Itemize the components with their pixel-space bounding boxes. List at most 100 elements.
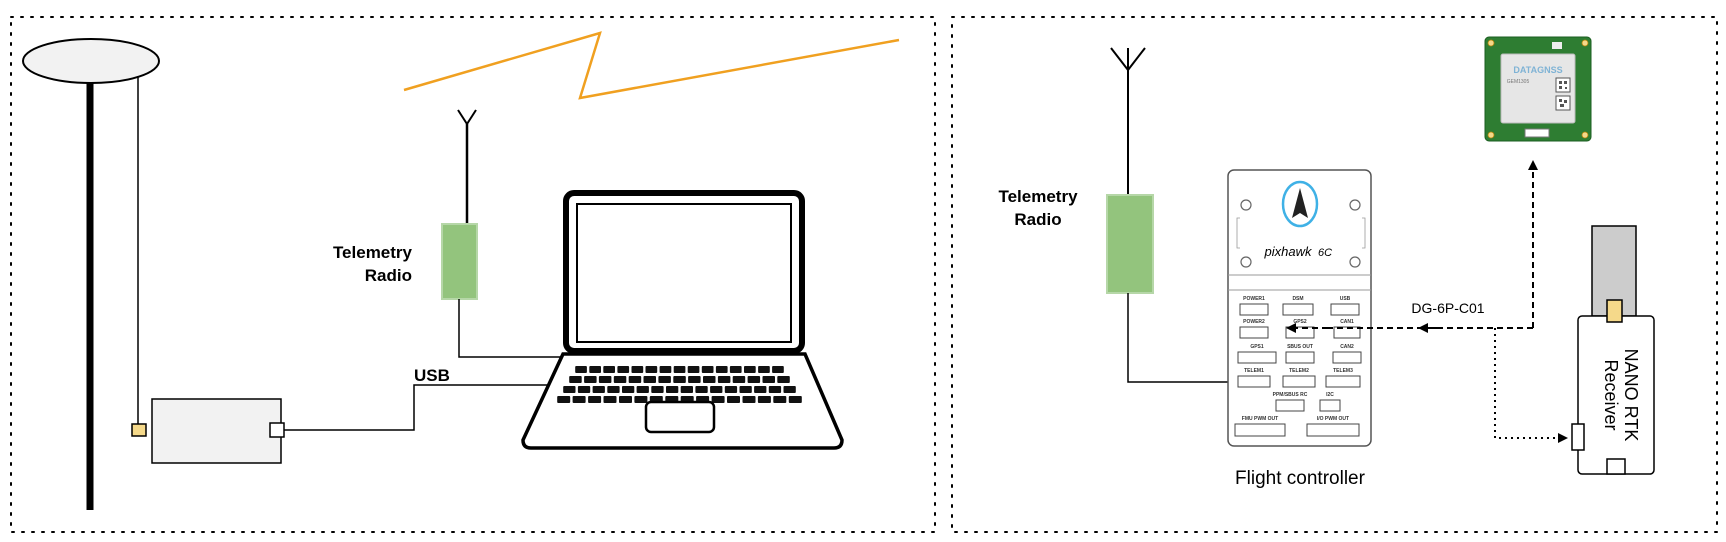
keyboard-key	[687, 366, 700, 373]
keyboard-key	[563, 386, 576, 393]
keyboard-key	[631, 366, 644, 373]
keyboard-key	[658, 376, 671, 383]
pixhawk-brand: pixhawk	[1264, 244, 1313, 259]
keyboard-key	[724, 386, 738, 393]
qr-code-icon	[1555, 77, 1571, 111]
keyboard-key	[711, 396, 725, 403]
svg-text:I/O PWM OUT: I/O PWM OUT	[1317, 416, 1349, 422]
radio-antenna-icon	[457, 109, 477, 224]
keyboard-key	[572, 396, 586, 403]
svg-text:DSM: DSM	[1292, 296, 1303, 302]
keyboard-key	[584, 376, 597, 383]
keyboard-key	[619, 396, 632, 403]
keyboard-key	[680, 386, 693, 393]
keyboard-key	[575, 366, 587, 373]
port-labels: POWER1 DSM USB POWER2 GPS2 CAN1 GPS1 SBU…	[1242, 296, 1354, 422]
keyboard-key	[768, 386, 782, 393]
svg-text:CAN1: CAN1	[1340, 319, 1354, 325]
svg-text:SBUS OUT: SBUS OUT	[1287, 344, 1313, 350]
keyboard-key	[659, 366, 672, 373]
svg-text:TELEM1: TELEM1	[1244, 368, 1264, 374]
keyboard-key	[617, 366, 630, 373]
keyboard-key	[589, 366, 601, 373]
telemetry-label-left-line2: Radio	[365, 266, 412, 285]
usb-label: USB	[414, 366, 450, 385]
radio-module	[441, 223, 478, 300]
keyboard-key	[777, 376, 790, 383]
bottom-connector	[1606, 458, 1626, 475]
flight-controller-label: Flight controller	[1235, 468, 1366, 489]
gnss-brand: DATAGNSS	[1513, 65, 1562, 75]
svg-text:GPS2: GPS2	[1293, 319, 1307, 325]
telemetry-label-left-line1: Telemetry	[333, 243, 413, 262]
svg-text:I2C: I2C	[1326, 392, 1334, 398]
keyboard-key	[727, 396, 740, 403]
keyboard-key	[577, 386, 591, 393]
trackpad	[644, 400, 716, 434]
keyboard-key	[636, 386, 649, 393]
keyboard-key	[607, 386, 620, 393]
base-station-panel-border	[10, 16, 936, 533]
nano-label-line1: NANO RTK	[1621, 349, 1641, 442]
wireless-link	[403, 31, 900, 100]
telemetry-label-right-line1: Telemetry	[998, 187, 1078, 206]
keyboard-key	[772, 366, 784, 373]
svg-text:TELEM3: TELEM3	[1333, 368, 1353, 374]
keyboard-key	[603, 396, 617, 403]
screw-icon	[1240, 199, 1361, 268]
keyboard-key	[695, 386, 708, 393]
gnss-connector	[1524, 128, 1550, 138]
svg-text:GPS1: GPS1	[1250, 344, 1264, 350]
gnss-module: DATAGNSS GEM1305	[1484, 36, 1592, 142]
usb-cable	[284, 384, 558, 431]
keyboard-key	[732, 376, 746, 383]
cable-label: DG-6P-C01	[1411, 300, 1484, 316]
keyboard-key	[744, 366, 756, 373]
base-antenna-icon	[22, 38, 160, 510]
pixhawk-model: 6C	[1318, 247, 1332, 259]
svg-text:USB: USB	[1340, 296, 1351, 302]
keyboard-key	[688, 376, 701, 383]
keyboard-key	[788, 396, 802, 403]
keyboard-key	[715, 366, 728, 373]
telemetry-radio-left	[441, 109, 566, 358]
telemetry-label-right-line2: Radio	[1014, 210, 1061, 229]
keyboard-key	[754, 386, 767, 393]
keyboard-key	[701, 366, 714, 373]
laptop-icon	[521, 190, 844, 450]
serial-cable	[1494, 328, 1568, 443]
side-connector	[1571, 423, 1585, 451]
keyboard-key	[569, 376, 582, 383]
base-receiver-box	[131, 398, 285, 464]
svg-text:FMU PWM OUT: FMU PWM OUT	[1242, 416, 1278, 422]
drone-panel-border	[951, 16, 1718, 533]
keyboard-key	[645, 366, 658, 373]
keyboard-key	[717, 376, 731, 383]
keyboard-key	[703, 376, 716, 383]
keyboard-key	[783, 386, 796, 393]
compass-arrow-icon	[1281, 180, 1319, 228]
keyboard-key	[729, 366, 742, 373]
radio-antenna-icon	[1110, 47, 1146, 195]
keyboard-key	[643, 376, 656, 383]
keyboard-key	[747, 376, 761, 383]
nano-rtk-receiver: NANO RTK Receiver	[1571, 225, 1655, 475]
radio-module	[1106, 194, 1154, 294]
port-connectors	[1234, 303, 1362, 437]
usb-connector	[269, 422, 285, 438]
keyboard-key	[634, 396, 648, 403]
keyboard-key	[651, 386, 664, 393]
keyboard-key	[739, 386, 752, 393]
flight-controller: pixhawk 6C POWER1 DSM USB POWER2	[1227, 169, 1372, 447]
keyboard-key	[762, 376, 775, 383]
keyboard-key	[673, 376, 686, 383]
keyboard-key	[622, 386, 635, 393]
svg-text:TELEM2: TELEM2	[1289, 368, 1309, 374]
gnss-model: GEM1305	[1507, 79, 1530, 85]
keyboard-key	[666, 386, 679, 393]
keyboard-key	[757, 396, 771, 403]
keyboard-key	[613, 376, 627, 383]
keyboard-key	[673, 366, 686, 373]
keyboard-key	[742, 396, 756, 403]
